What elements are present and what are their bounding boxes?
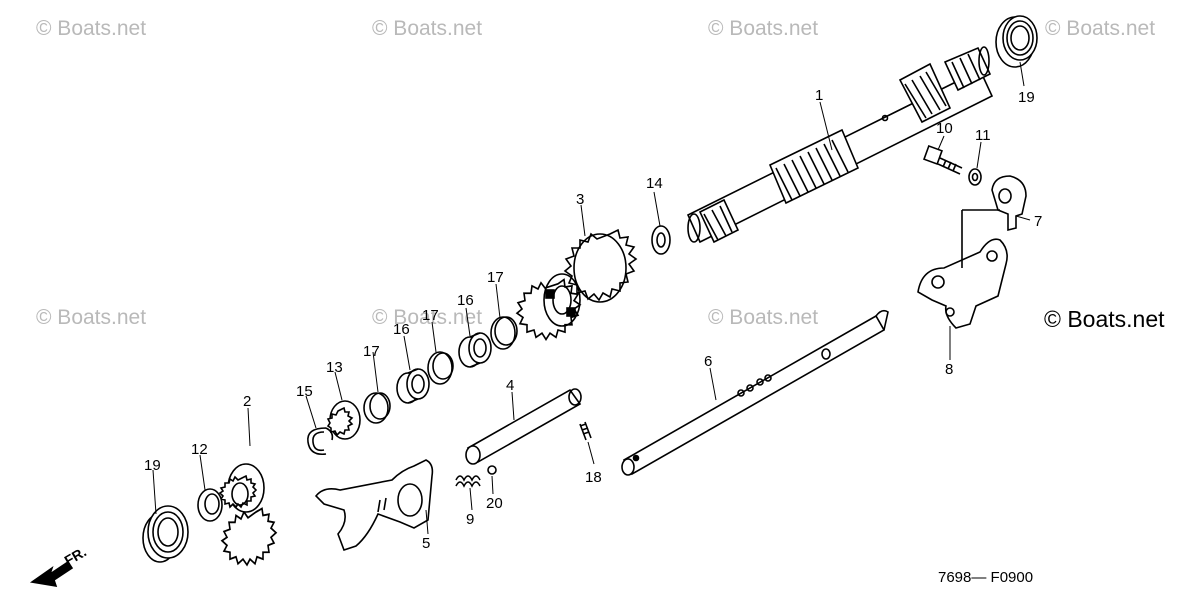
snap-ring[interactable] bbox=[307, 427, 334, 456]
watermark: © Boats.net bbox=[372, 17, 483, 40]
bearing-right[interactable] bbox=[995, 15, 1038, 68]
watermark: © Boats.net bbox=[36, 17, 147, 40]
callout-11: 11 bbox=[975, 127, 991, 144]
diagram-code: 7698— F0900 bbox=[938, 569, 1034, 586]
watermark: © Boats.net bbox=[372, 306, 483, 329]
callout-3: 3 bbox=[576, 191, 584, 208]
callout-13: 13 bbox=[326, 359, 343, 376]
gear-cluster[interactable] bbox=[515, 228, 638, 341]
callout-7: 7 bbox=[1034, 213, 1042, 230]
needle-bearing-16-lower[interactable] bbox=[396, 368, 430, 404]
watermark: © Boats.net bbox=[708, 17, 819, 40]
shift-drum-shaft[interactable] bbox=[621, 309, 889, 476]
bushing-17-middle[interactable] bbox=[427, 351, 454, 385]
callout-6: 6 bbox=[704, 353, 712, 370]
bolt[interactable] bbox=[923, 145, 963, 175]
thrust-washer[interactable] bbox=[651, 225, 671, 255]
washer[interactable] bbox=[968, 168, 982, 186]
callout-2: 2 bbox=[243, 393, 251, 410]
detent-ball[interactable] bbox=[487, 465, 497, 475]
callout-4: 4 bbox=[506, 377, 514, 394]
callout-1: 1 bbox=[815, 87, 823, 104]
callout-17: 17 bbox=[487, 269, 504, 286]
shift-plate[interactable] bbox=[917, 209, 1008, 329]
callout-17: 17 bbox=[422, 307, 439, 324]
shift-fork[interactable] bbox=[314, 459, 434, 552]
splined-washer[interactable] bbox=[326, 400, 361, 440]
brand-label: © Boats.net bbox=[1044, 306, 1165, 332]
callout-10: 10 bbox=[936, 120, 953, 137]
needle-bearing-16-upper[interactable] bbox=[458, 332, 492, 368]
watermark: © Boats.net bbox=[1045, 17, 1156, 40]
front-arrow-icon bbox=[29, 560, 74, 588]
callout-17: 17 bbox=[363, 343, 380, 360]
bushing-17-upper[interactable] bbox=[490, 316, 518, 350]
bushing-17-lower[interactable] bbox=[363, 392, 391, 424]
callout-19: 19 bbox=[144, 457, 161, 474]
washer-12[interactable] bbox=[197, 488, 223, 522]
bearing-left[interactable] bbox=[142, 505, 189, 563]
callout-8: 8 bbox=[945, 361, 953, 378]
callout-16: 16 bbox=[393, 321, 410, 338]
callout-14: 14 bbox=[646, 175, 663, 192]
callout-20: 20 bbox=[486, 495, 503, 512]
shift-arm[interactable] bbox=[991, 175, 1027, 232]
callout-5: 5 bbox=[422, 535, 430, 552]
watermark: © Boats.net bbox=[708, 306, 819, 329]
callout-15: 15 bbox=[296, 383, 313, 400]
callout-18: 18 bbox=[585, 469, 602, 486]
callout-19: 19 bbox=[1018, 89, 1035, 106]
main-shaft[interactable] bbox=[686, 46, 994, 244]
pin-18[interactable] bbox=[579, 421, 592, 441]
countershaft-gear[interactable] bbox=[218, 463, 278, 567]
detent-spring[interactable] bbox=[455, 475, 481, 488]
callout-9: 9 bbox=[466, 511, 474, 528]
watermark: © Boats.net bbox=[36, 306, 147, 329]
fork-shaft[interactable] bbox=[465, 388, 582, 465]
callout-12: 12 bbox=[191, 441, 208, 458]
callout-16: 16 bbox=[457, 292, 474, 309]
